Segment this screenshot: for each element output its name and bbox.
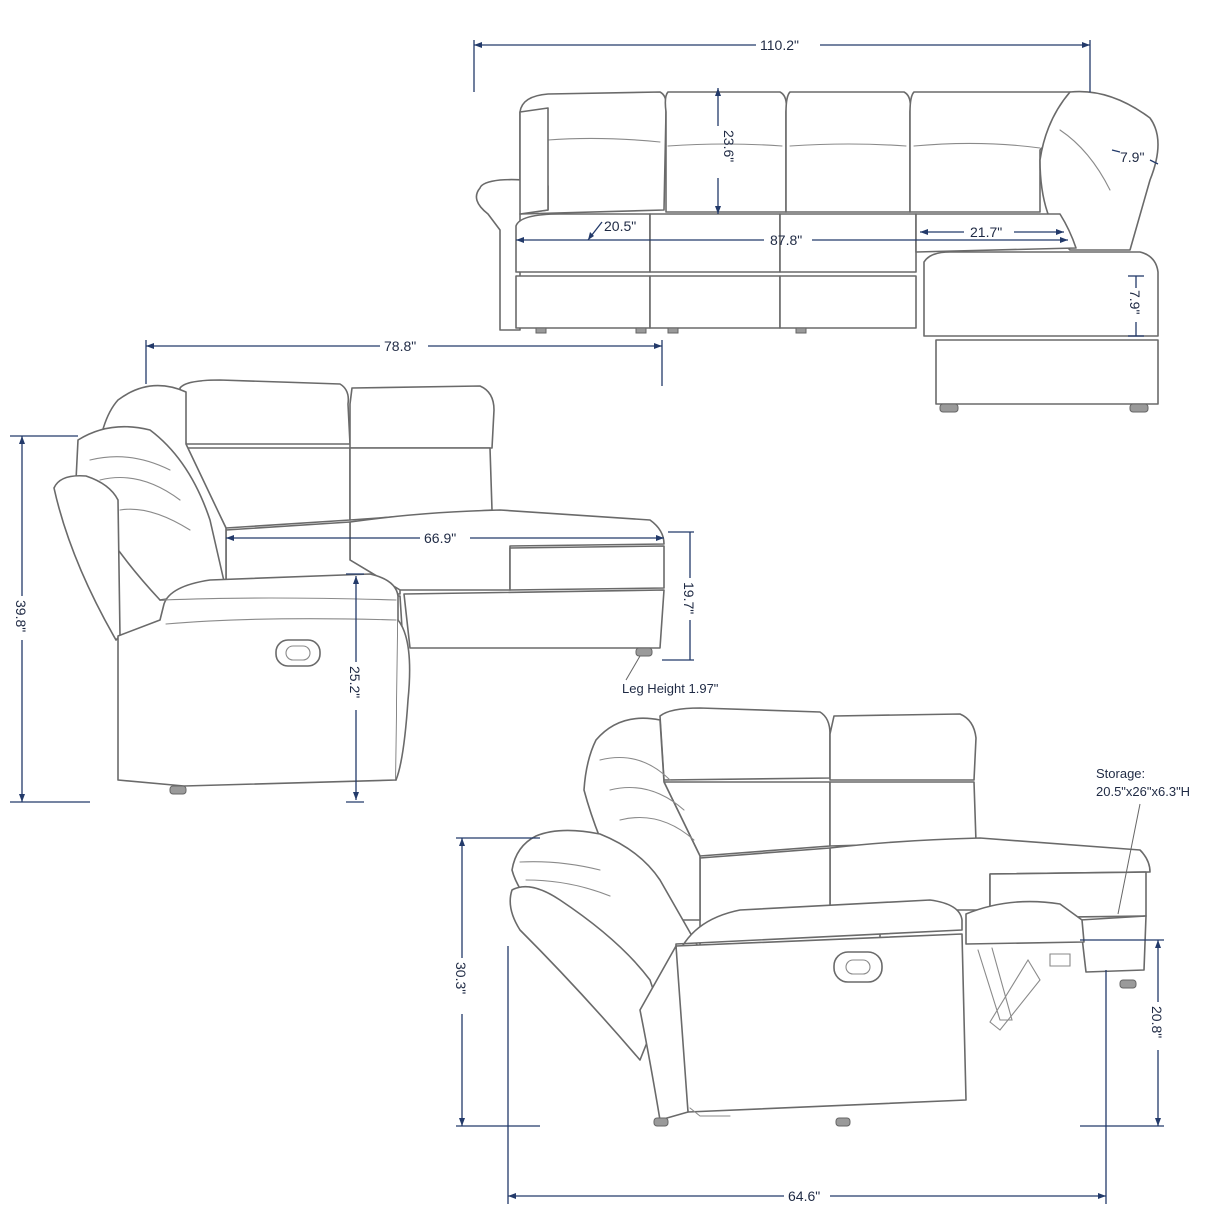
storage-label: Storage:	[1096, 766, 1145, 781]
side-view-dimensions	[10, 340, 694, 803]
side-width-label: 78.8"	[384, 338, 416, 354]
storage-size-label: 20.5"x26"x6.3"H	[1096, 784, 1190, 799]
side-view-drawing	[53, 379, 665, 795]
seat-height-label: 19.7"	[681, 582, 697, 614]
overall-height-label: 39.8"	[13, 600, 29, 632]
arm-height-label: 25.2"	[347, 666, 363, 698]
reclined-height-label: 30.3"	[453, 962, 469, 994]
front-view-drawing	[475, 90, 1159, 413]
reclined-view-dimensions	[456, 837, 1164, 1204]
inner-seat-width-label: 66.9"	[424, 530, 456, 546]
chaise-height-label: 20.8"	[1149, 1006, 1165, 1038]
armrest-width-label: 7.9"	[1120, 149, 1144, 165]
front-view-dimensions	[473, 40, 1159, 337]
reclined-view-drawing	[509, 707, 1151, 1127]
chaise-seat-width-label: 21.7"	[970, 224, 1002, 240]
leg-height-note: Leg Height 1.97"	[622, 681, 719, 696]
reclined-depth-label: 64.6"	[788, 1188, 820, 1204]
chaise-front-height-label: 7.9"	[1127, 290, 1143, 314]
overall-width-label: 110.2"	[760, 37, 799, 53]
seat-width-total-label: 87.8"	[770, 232, 802, 248]
back-height-label: 23.6"	[721, 130, 737, 162]
seat-depth-label: 20.5"	[604, 218, 636, 234]
